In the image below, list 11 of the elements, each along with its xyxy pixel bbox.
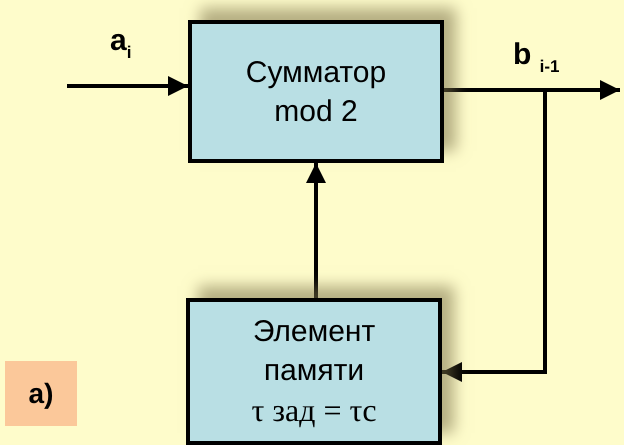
block-title: Сумматор mod 2 bbox=[244, 54, 388, 130]
arrow bbox=[67, 76, 188, 96]
process-box bbox=[188, 20, 444, 163]
formula: τ зад = τс bbox=[251, 390, 377, 430]
signal-label: b $_{i-1}$ bbox=[513, 40, 560, 75]
panel-label: а) bbox=[28, 378, 54, 410]
arrow bbox=[442, 88, 547, 382]
block-title: Элемент памяти bbox=[252, 314, 376, 389]
arrow bbox=[306, 163, 326, 298]
process-box bbox=[186, 298, 442, 445]
label-badge bbox=[5, 361, 77, 426]
